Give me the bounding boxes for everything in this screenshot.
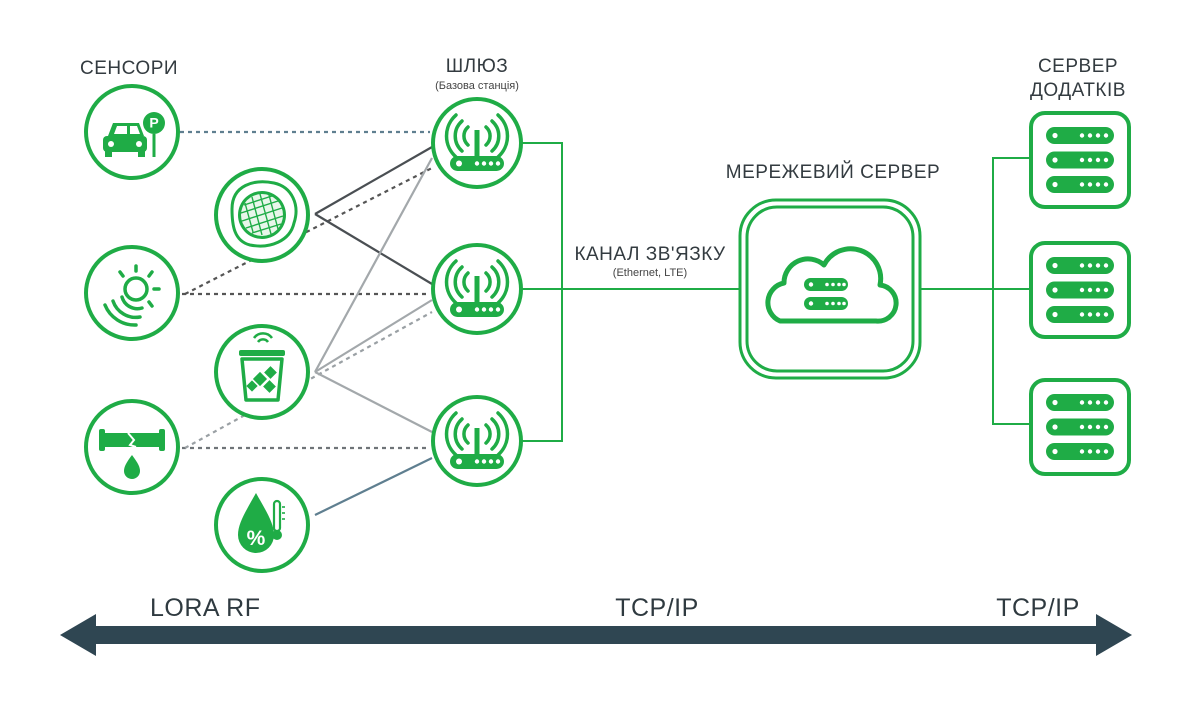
sensor-water-pipe: [84, 399, 180, 495]
sensor-humidity: %: [214, 477, 310, 573]
link-humidity-gw3: [314, 457, 433, 516]
app-server-label-line1: СЕРВЕР: [1037, 56, 1119, 77]
network-server-label: МЕРЕЖЕВИЙ СЕРВЕР: [725, 162, 941, 183]
link-manhole-gw1: [314, 146, 433, 215]
axis-label-tcpip-right: TCP/IP: [996, 594, 1080, 622]
channel-sublabel: (Ethernet, LTE): [612, 267, 688, 279]
link-bin-gw1: [314, 157, 433, 373]
link-manhole-gw2: [314, 213, 433, 285]
svg-text:P: P: [149, 115, 158, 131]
link-bin-gw3: [314, 371, 433, 433]
server-rack-icon: [1029, 241, 1131, 339]
server-rack-icon: [1029, 378, 1131, 476]
app-server-3: [1029, 378, 1131, 476]
gateway-2: [431, 243, 523, 335]
app-server-label-line2: ДОДАТКІВ: [1030, 80, 1126, 101]
sensor-links: [180, 130, 433, 516]
link-light-gw1: [184, 167, 433, 295]
water-pipe-leak-icon: [99, 429, 165, 479]
gateway-1: [431, 97, 523, 189]
sensor-manhole: [214, 167, 310, 263]
channel-label: КАНАЛ ЗВ'ЯЗКУ: [574, 244, 726, 265]
sensor-light: [84, 245, 180, 341]
backbone-links: [522, 142, 1032, 442]
gateway-antenna-icon: [431, 395, 523, 487]
protocol-arrow: [60, 614, 1132, 656]
light-sensor-icon: [103, 264, 161, 327]
gateway-antenna-icon: [431, 243, 523, 335]
sensor-parking: P: [84, 84, 180, 180]
link-pipe-gw2: [184, 311, 433, 449]
sensors-label: СЕНСОРИ: [80, 58, 179, 79]
app-server-1: [1029, 111, 1131, 209]
app-server-2: [1029, 241, 1131, 339]
parking-car-icon: P: [103, 112, 165, 157]
link-bin-gw2: [314, 299, 433, 373]
gateway-antenna-icon: [431, 97, 523, 189]
gateway-label: ШЛЮЗ: [445, 56, 509, 77]
server-rack-icon: [1029, 111, 1131, 209]
humidity-thermometer-icon: %: [238, 493, 285, 553]
axis-label-lora: LORA RF: [150, 594, 261, 622]
gateway-sublabel: (Базова станція): [435, 80, 519, 92]
svg-text:%: %: [247, 527, 266, 550]
network-server: [738, 198, 922, 380]
sensor-waste-bin: [214, 324, 310, 420]
gateway-3: [431, 395, 523, 487]
cloud-server-icon: [765, 246, 899, 324]
axis-label-tcpip-middle: TCP/IP: [615, 594, 699, 622]
manhole-cover-icon: [230, 180, 298, 248]
